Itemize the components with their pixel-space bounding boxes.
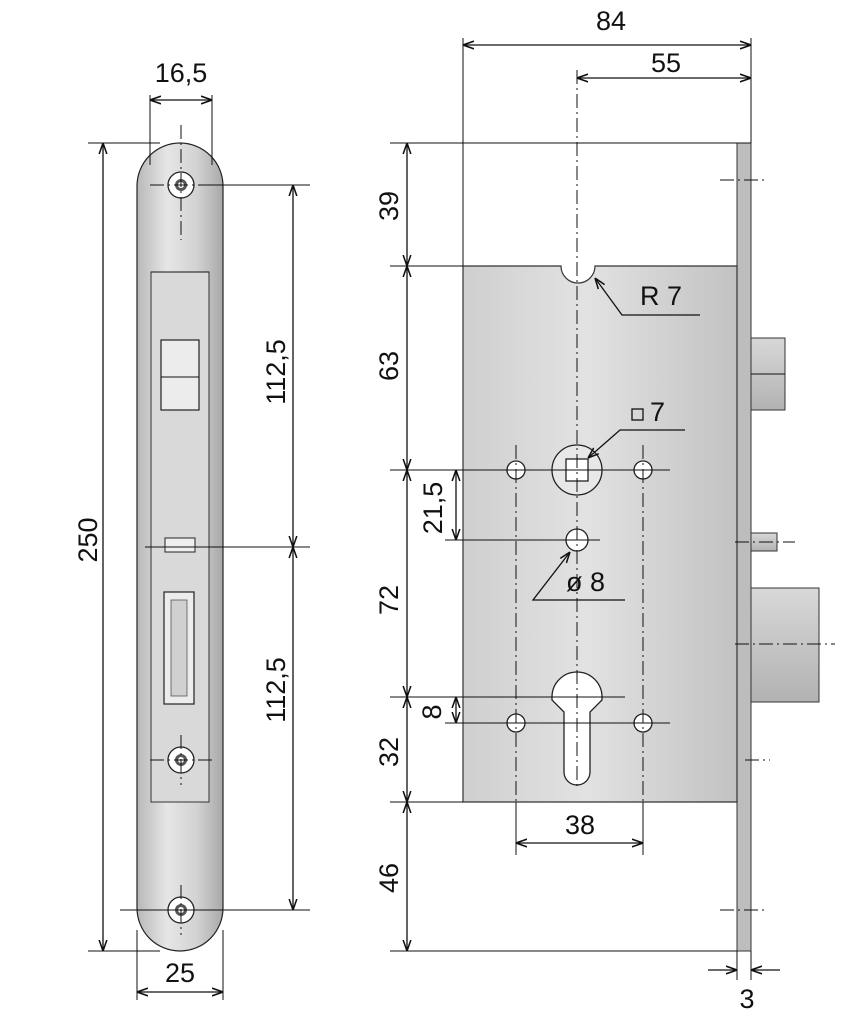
radius-r7-label: R 7 — [640, 281, 682, 311]
dim-63-label: 63 — [374, 351, 404, 381]
lock-case-body — [462, 265, 738, 803]
square-7-label: 7 — [650, 397, 665, 427]
square-symbol-icon — [631, 408, 644, 421]
dim-72-label: 72 — [374, 585, 404, 615]
dim-112-5-lower-label: 112,5 — [261, 657, 291, 723]
dim-25-label: 25 — [165, 958, 195, 988]
dim-32-label: 32 — [374, 737, 404, 767]
dim-112-5-upper-label: 112,5 — [261, 339, 291, 405]
faceplate-side — [736, 142, 752, 952]
follower-slot-front — [164, 537, 196, 553]
dim-84-label: 84 — [596, 6, 626, 36]
side-view: 84 55 39 63 21,5 72 8 32 46 38 3 R 7 7 ø… — [374, 6, 835, 1014]
deadbolt-side — [750, 587, 820, 703]
dim-16-5-label: 16,5 — [155, 58, 208, 88]
dim-46-label: 46 — [374, 863, 404, 893]
leader-hole-8 — [531, 552, 625, 601]
front-view: 16,5 25 250 112,5 112,5 — [73, 58, 310, 1000]
leader-square-7 — [588, 429, 685, 458]
dim-38-label: 38 — [565, 810, 595, 840]
dim-8-label: 8 — [417, 704, 447, 719]
dim-21-5-label: 21,5 — [418, 482, 448, 535]
dim-3-label: 3 — [739, 984, 754, 1014]
dim-39-label: 39 — [374, 191, 404, 221]
dim-250-label: 250 — [73, 517, 103, 562]
dim-55-label: 55 — [651, 48, 681, 78]
latch-front — [160, 339, 200, 411]
leader-r7 — [595, 278, 700, 316]
hole-diameter-8-label: ø 8 — [566, 567, 605, 597]
